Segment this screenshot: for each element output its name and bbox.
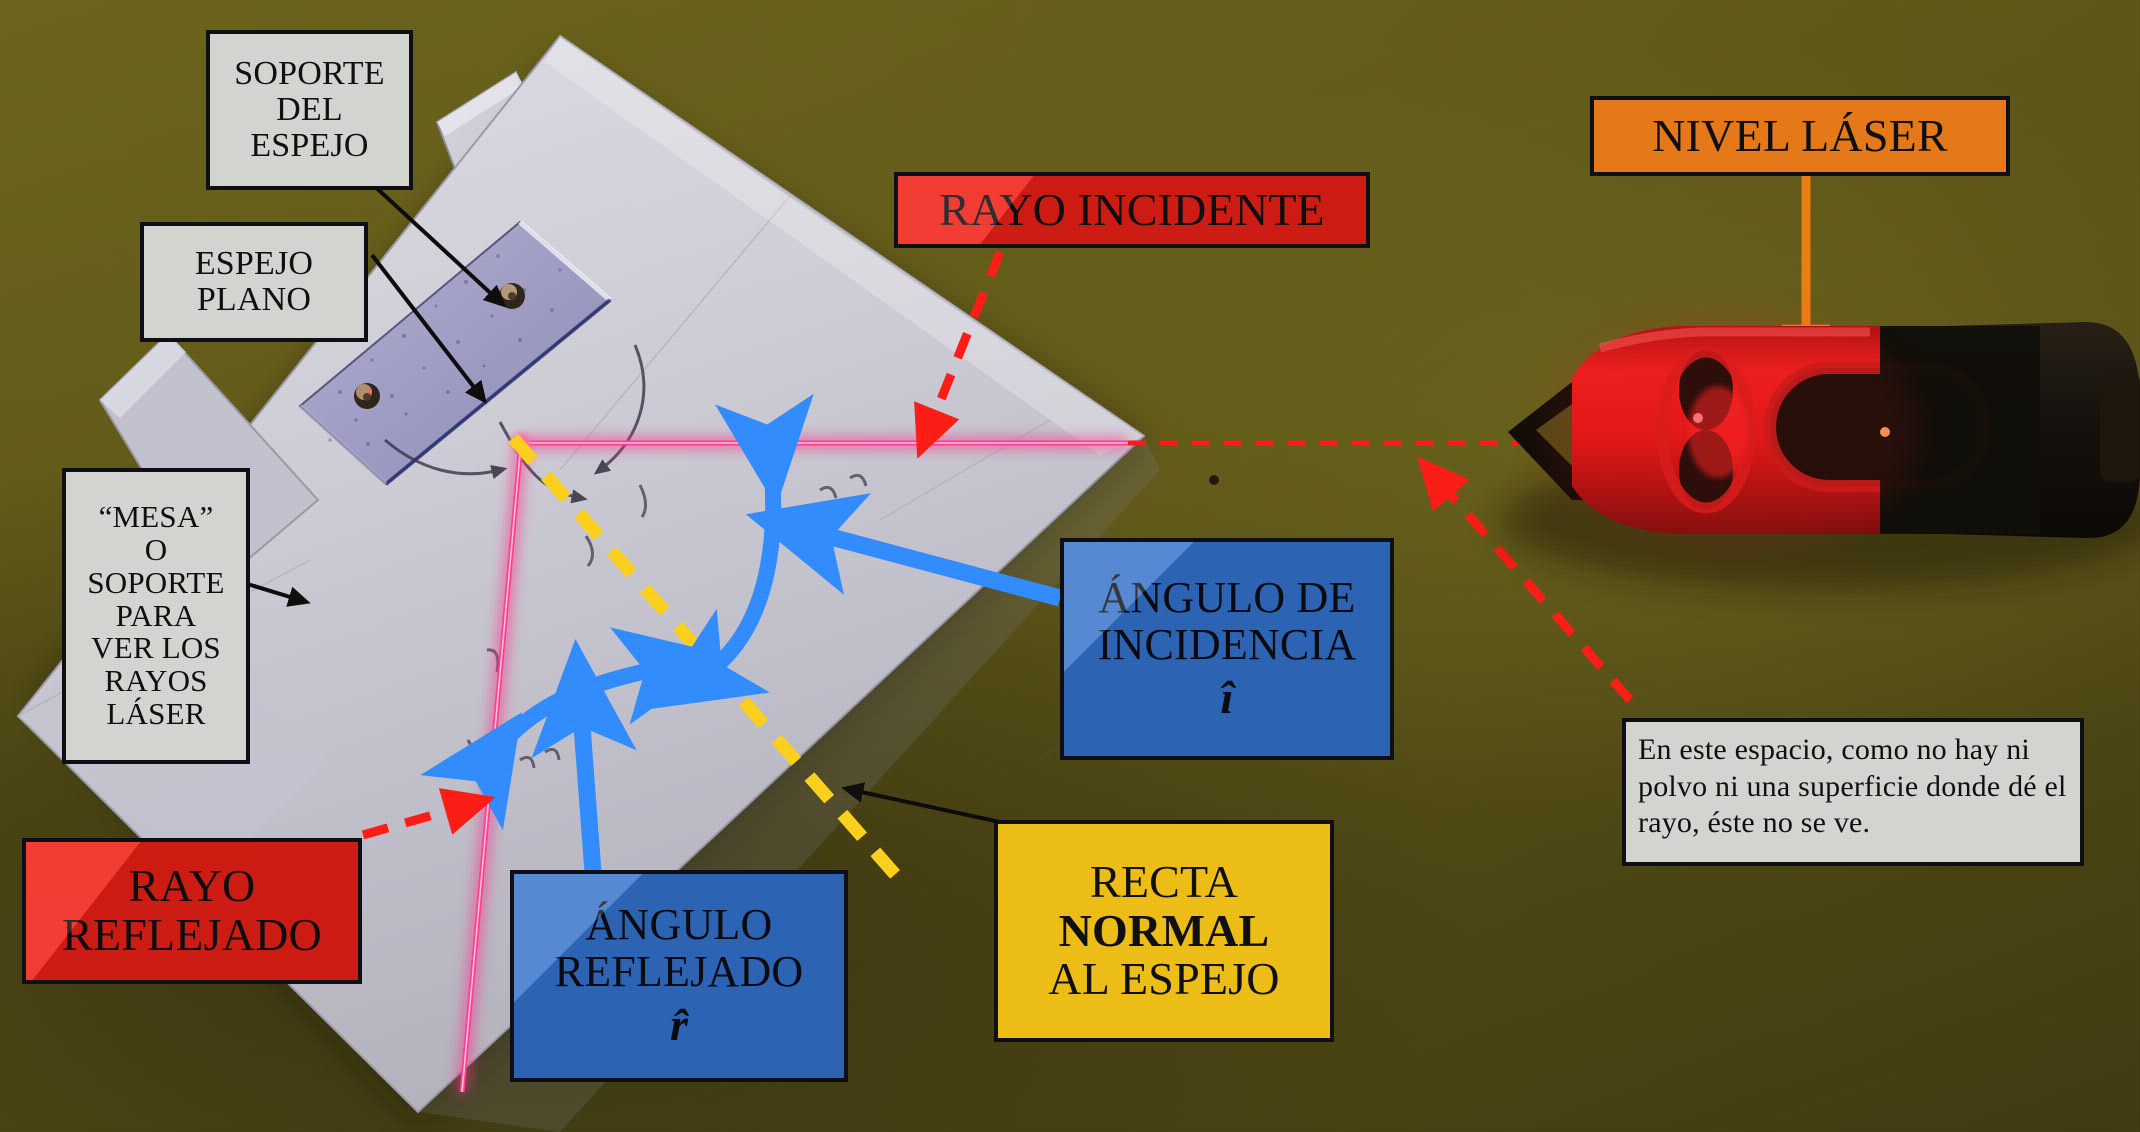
mesa-line-2: O [144,531,168,567]
rayo-reflejado-line-1: RAYO [128,860,256,912]
angulo-reflejado-line-1: ÁNGULO [585,900,773,949]
plane-mirror [298,220,612,486]
soporte-espejo-line-1: SOPORTE [234,54,385,92]
incidence-pointer-arrow [745,493,1063,607]
recta-normal-line-2-bold: NORMAL [1058,904,1270,956]
label-rayo-incidente: RAYO INCIDENTE [894,172,1370,248]
espejo-plano-line-2: PLANO [196,281,312,318]
soporte-espejo-line-3: ESPEJO [250,127,369,165]
mesa-line-3: SOPORTE [87,564,225,600]
note-invisible-beam: En este espacio, como no hay ni polvo ni… [1622,718,2084,866]
label-soporte-del-espejo: SOPORTE DEL ESPEJO [206,30,413,190]
rayo-reflejado-line-2: REFLEJADO [62,909,322,960]
mesa-line-7: LÁSER [106,696,206,732]
soporte-espejo-line-2: DEL [276,90,343,128]
recta-normal-line-1: RECTA [1089,855,1239,907]
angulo-reflejado-symbol: r̂ [669,999,689,1051]
reflected-ray-dashed-arrow [361,788,496,840]
incident-ray-dashed-arrow [914,250,1005,459]
label-mesa-soporte: “MESA” O SOPORTE PARA VER LOS RAYOS LÁSE… [62,468,250,764]
dust-speck [1209,475,1219,485]
mesa-line-1: “MESA” [98,498,214,534]
angulo-reflejado-line-2: REFLEJADO [554,946,804,996]
mirror-screw-bottom [354,383,380,409]
reflection-pointer-arrow [531,638,637,873]
label-angulo-reflejado: ÁNGULO REFLEJADO r̂ [510,870,848,1082]
label-angulo-incidencia: ÁNGULO DE INCIDENCIA î [1060,538,1394,760]
mirror-screw-top [499,283,525,309]
angulo-incidencia-line-2: INCIDENCIA [1097,619,1357,669]
espejo-plano-line-1: ESPEJO [194,244,314,282]
recta-normal-line-3: AL ESPEJO [1048,953,1280,1005]
angulo-incidencia-symbol: î [1220,672,1234,724]
laser-level-device [1500,310,2140,590]
label-rayo-reflejado: RAYO REFLEJADO [22,838,362,984]
note-pointer-dashed-arrow [1417,456,1634,703]
mesa-line-6: RAYOS [104,663,208,699]
mesa-line-5: VER LOS [91,630,221,666]
angulo-incidencia-line-1: ÁNGULO DE [1098,573,1356,622]
label-nivel-laser: NIVEL LÁSER [1590,96,2010,176]
nivel-laser-text: NIVEL LÁSER [1652,109,1948,161]
rayo-incidente-text: RAYO INCIDENTE [939,183,1325,235]
note-invisible-beam-text: En este espacio, como no hay ni polvo ni… [1638,733,2067,840]
label-recta-normal: RECTA NORMAL AL ESPEJO [994,820,1334,1042]
mesa-line-4: PARA [115,597,197,633]
label-espejo-plano: ESPEJO PLANO [140,222,368,342]
